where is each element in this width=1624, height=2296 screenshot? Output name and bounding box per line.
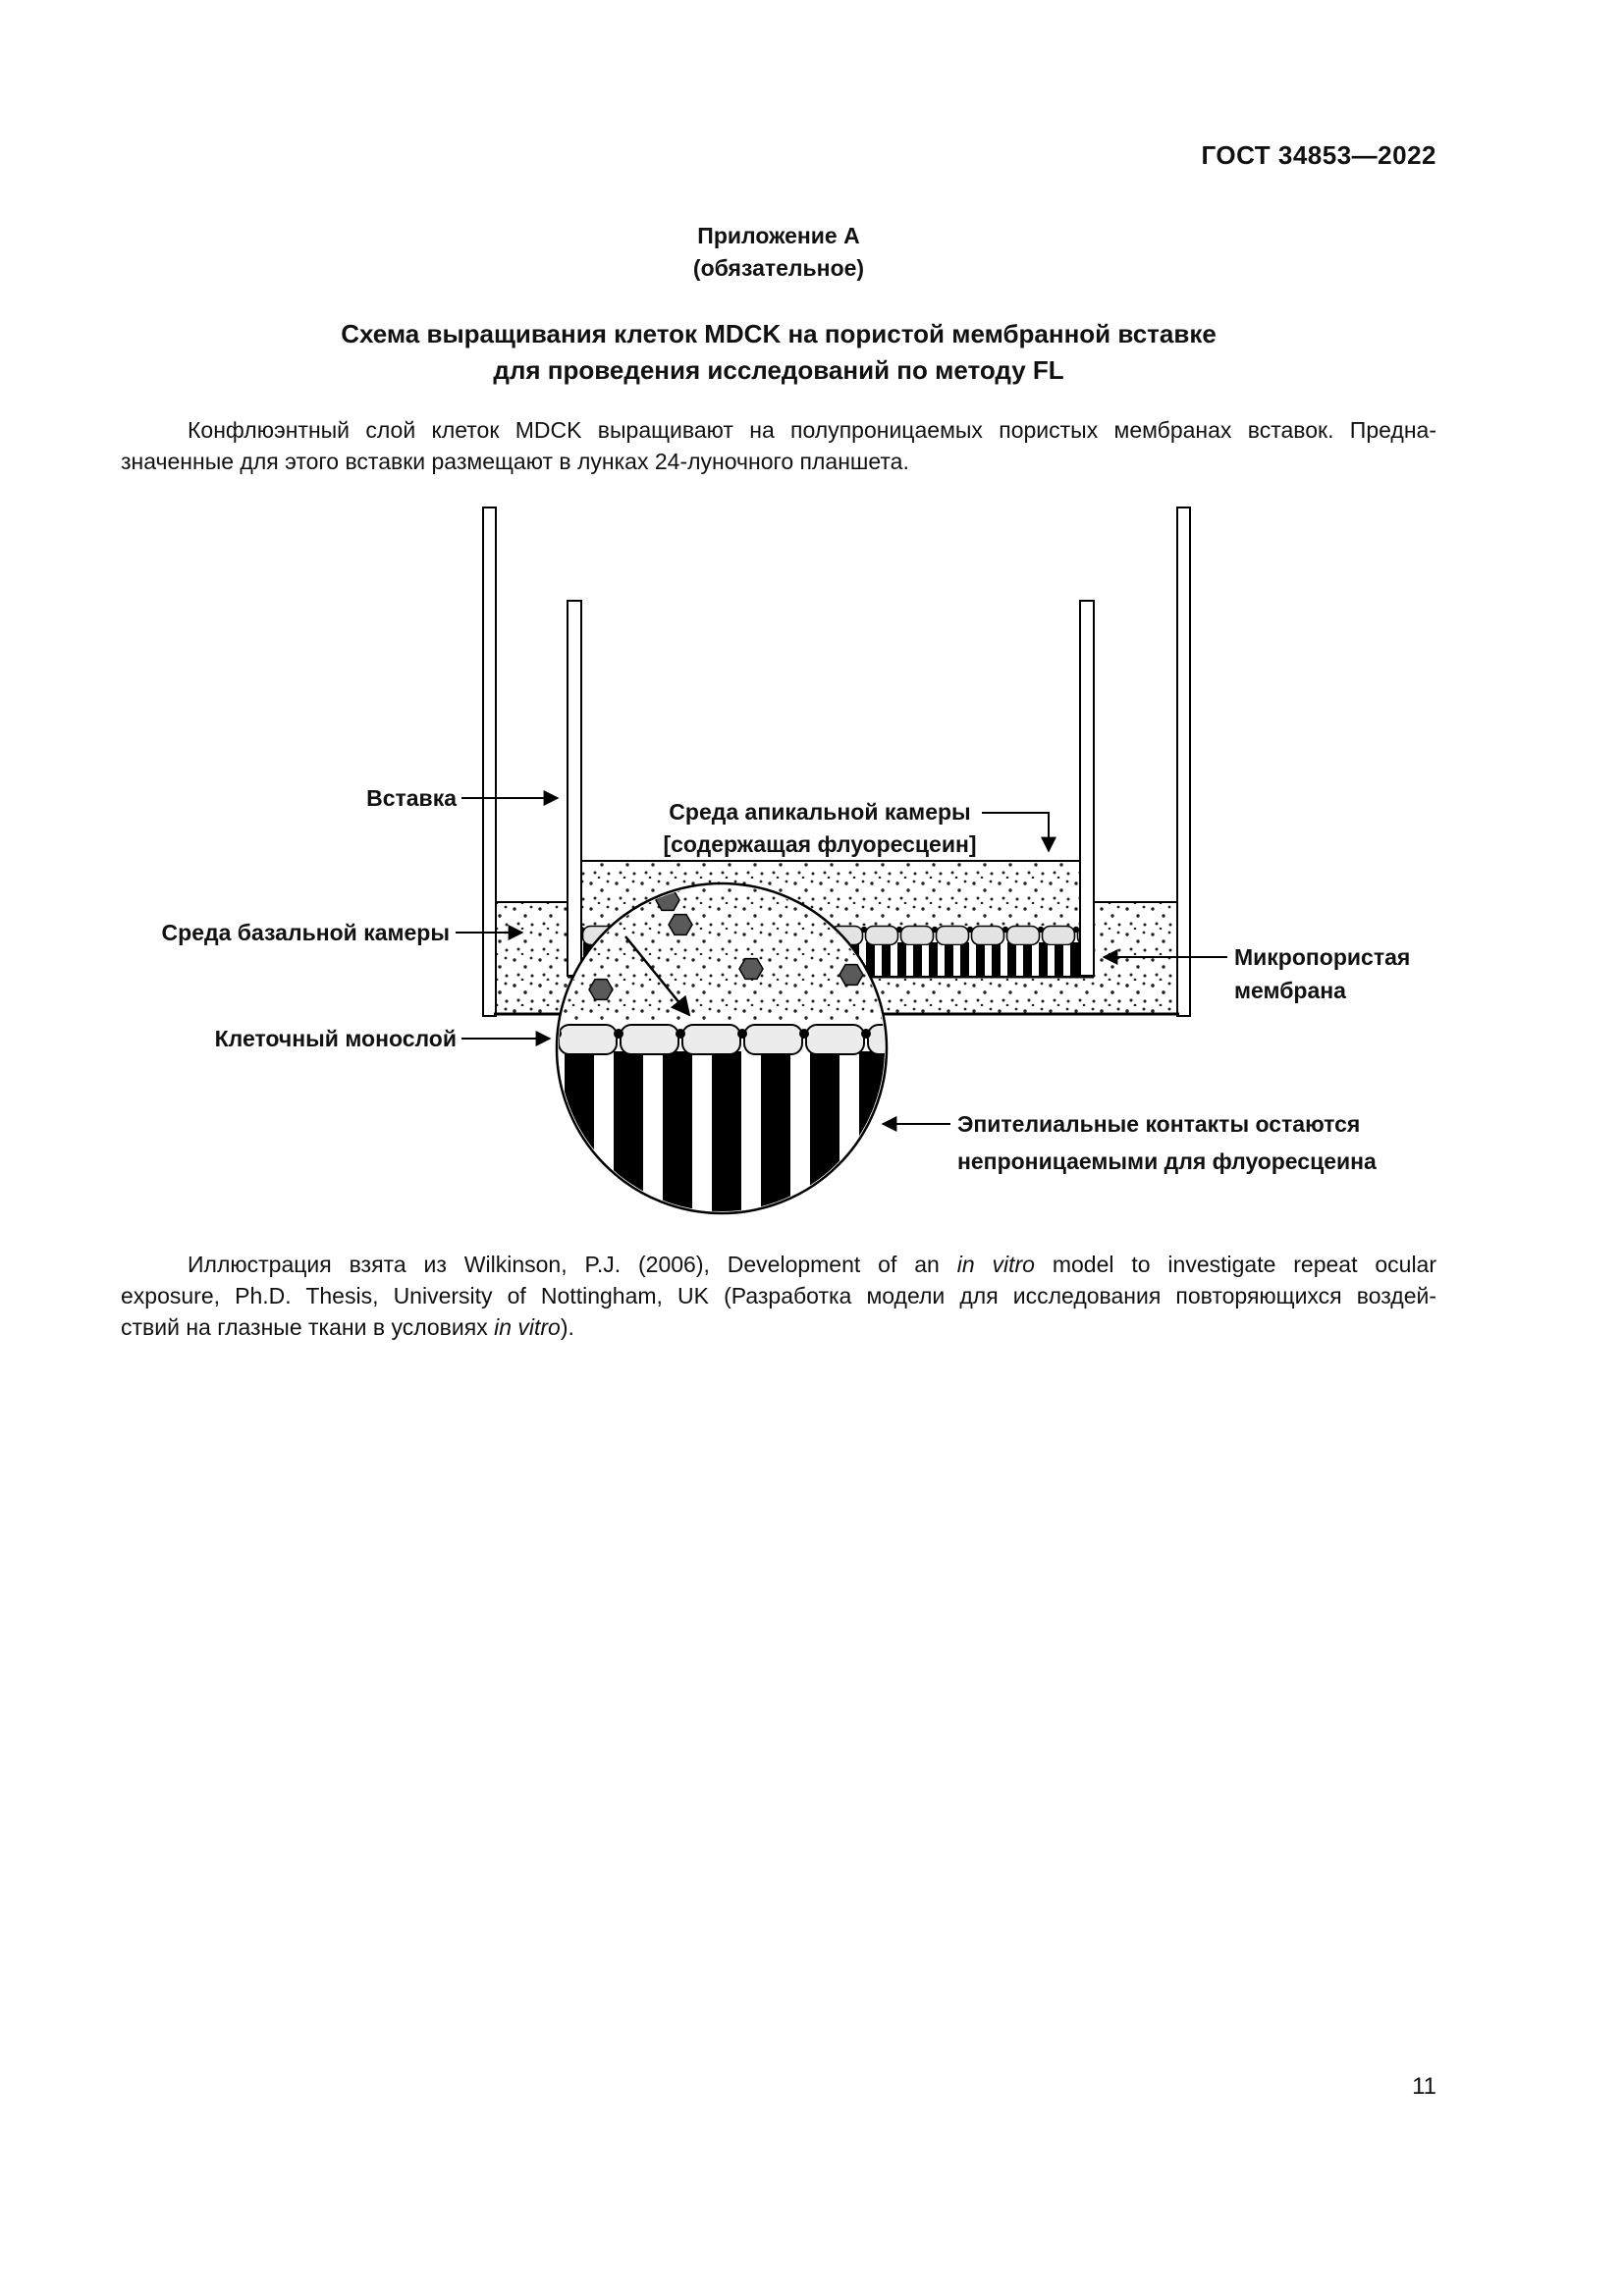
citation-line2: exposure, Ph.D. Thesis, University of No… (121, 1283, 1436, 1308)
page-number: 11 (1412, 2073, 1436, 2100)
label-apical-medium: Среда апикальной камеры [содержащая флуо… (643, 796, 997, 861)
figure-title-line1: Схема выращивания клеток MDCK на пористо… (341, 319, 1217, 348)
fluorescein-molecule (839, 963, 864, 987)
label-junction-line1: Эпителиальные контакты остаются (957, 1111, 1361, 1137)
label-basal-medium: Среда базальной камеры (161, 920, 450, 945)
standard-number: ГОСТ 34853—2022 (1201, 140, 1436, 170)
label-membrane-line1: Микропористая (1234, 944, 1411, 970)
label-membrane: Микропористая мембрана (1234, 940, 1558, 1007)
fluorescein-blocked-arrow (624, 935, 691, 1017)
apical-arrow (982, 812, 1056, 853)
label-cell-monolayer: Клеточный монослой (214, 1026, 457, 1051)
fluorescein-molecule (588, 978, 614, 1001)
label-insert: Вставка (366, 785, 457, 811)
intro-paragraph: Конфлюэнтный слой клеток MDCK выращивают… (121, 414, 1436, 477)
diagram-canvas (456, 507, 1227, 1215)
citation-line3: ствий на глазные ткани в условиях in vit… (121, 1311, 1436, 1343)
label-epithelial-junctions: Эпителиальные контакты остаются непрониц… (957, 1105, 1419, 1180)
intro-line1: Конфлюэнтный слой клеток MDCK выращивают… (188, 417, 1436, 443)
fluorescein-molecules (588, 888, 864, 1001)
citation-paragraph: Иллюстрация взята из Wilkinson, P.J. (20… (121, 1249, 1436, 1343)
figure-diagram: Вставка Среда апикальной камеры [содержа… (0, 496, 1624, 1242)
figure-title-line2: для проведения исследований по методу FL (493, 355, 1064, 385)
figure-title: Схема выращивания клеток MDCK на пористо… (121, 316, 1436, 389)
appendix-type: (обязательное) (692, 255, 865, 281)
citation-line1-text2: model to investigate repeat ocular (1034, 1252, 1437, 1277)
label-membrane-line2: мембрана (1234, 978, 1346, 1003)
label-apical-line1: Среда апикальной камеры (669, 799, 971, 825)
appendix-heading: Приложение А (обязательное) (121, 220, 1436, 285)
citation-line1: Иллюстрация взята из Wilkinson, P.J. (20… (121, 1249, 1436, 1280)
citation-line1-text: Иллюстрация взята из Wilkinson, P.J. (20… (188, 1252, 957, 1277)
magnified-cell-monolayer (559, 1023, 885, 1055)
fluorescein-molecule (668, 913, 693, 936)
intro-line2: значенные для этого вставки размещают в … (121, 449, 909, 474)
citation-line3-text2: ). (560, 1314, 574, 1340)
citation-line3-italic: in vitro (494, 1314, 561, 1340)
fluorescein-molecule (738, 957, 764, 981)
label-junction-line2: непроницаемыми для флуоресцеина (957, 1148, 1377, 1174)
citation-line1-italic: in vitro (956, 1252, 1035, 1277)
appendix-name: Приложение А (697, 223, 860, 248)
magnified-membrane-pores (559, 1051, 885, 1211)
leader-lines (456, 790, 1227, 1132)
citation-line3-text: ствий на глазные ткани в условиях (121, 1314, 495, 1340)
label-apical-line2: [содержащая флуоресцеин] (663, 831, 977, 857)
